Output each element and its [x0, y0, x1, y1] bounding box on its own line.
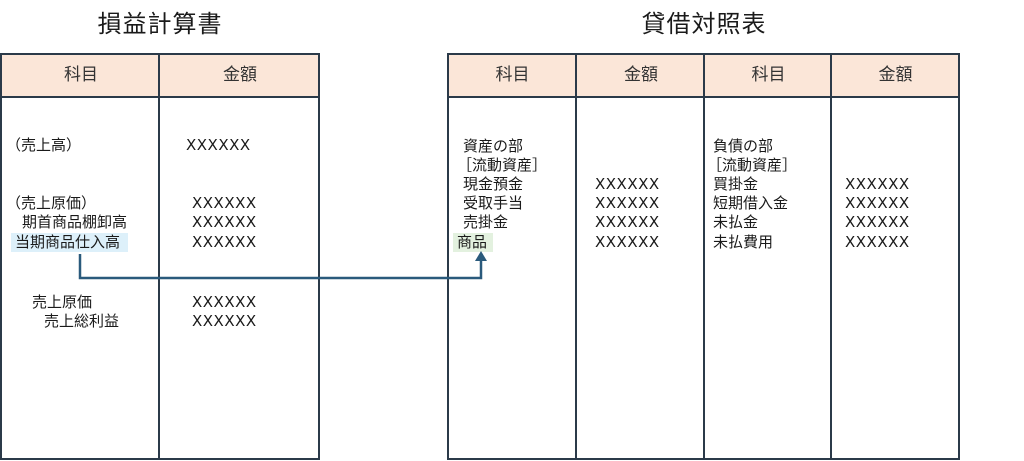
bs-accounts-payable-label: 買掛金	[713, 175, 759, 193]
pl-header-row: 科目 金額	[2, 55, 318, 98]
pl-cogs-heading-amount: XXXXXX	[192, 194, 257, 212]
pl-gross-profit-label: 売上総利益	[44, 312, 120, 330]
bs-accounts-receivable-label: 売掛金	[463, 213, 509, 231]
pl-purchases-amount: XXXXXX	[192, 233, 257, 251]
pl-sales-label: （売上高）	[6, 136, 82, 154]
bs-header-account-assets: 科目	[495, 65, 530, 85]
balance-sheet-table: 科目 金額 科目 金額 資産の部 ［流動資産］ 現金預金 受取手当 売掛金 商品…	[447, 53, 960, 460]
transfer-arrow-line	[78, 254, 483, 280]
pl-cogs-label: 売上原価	[32, 293, 93, 311]
bs-notes-receivable-label: 受取手当	[463, 194, 524, 212]
pl-header-amount: 金額	[223, 65, 257, 85]
bs-title: 貸借対照表	[641, 10, 767, 38]
pl-sales-amount: XXXXXX	[186, 136, 251, 154]
pl-purchases-label: 当期商品仕入高	[11, 233, 129, 252]
bs-cash-label: 現金預金	[463, 175, 524, 193]
bs-asset-amount-3: XXXXXX	[595, 213, 660, 231]
bs-column-divider-2	[703, 55, 705, 458]
bs-column-divider-1	[575, 55, 577, 458]
bs-current-liabilities-label: ［流動資産］	[707, 156, 798, 174]
bs-goods-label: 商品	[453, 233, 494, 252]
bs-liability-amount-3: XXXXXX	[845, 213, 910, 231]
bs-assets-section: 資産の部	[463, 137, 524, 155]
bs-liability-amount-2: XXXXXX	[845, 194, 910, 212]
pl-column-divider	[158, 55, 160, 458]
pl-opening-inventory-label: 期首商品棚卸高	[22, 213, 128, 231]
pl-opening-inventory-amount: XXXXXX	[192, 213, 257, 231]
income-statement-table: 科目 金額 （売上高） XXXXXX （売上原価） XXXXXX 期首商品棚卸高…	[0, 53, 320, 460]
bs-short-term-loans-label: 短期借入金	[713, 194, 789, 212]
pl-cogs-amount: XXXXXX	[192, 293, 257, 311]
bs-liabilities-section: 負債の部	[713, 137, 774, 155]
pl-header-account: 科目	[64, 65, 98, 85]
transfer-arrow-head	[475, 251, 487, 261]
bs-accrued-expenses-label: 未払費用	[713, 233, 774, 251]
pl-gross-profit-amount: XXXXXX	[192, 312, 257, 330]
bs-asset-amount-4: XXXXXX	[595, 233, 660, 251]
bs-asset-amount-1: XXXXXX	[595, 175, 660, 193]
bs-header-account-liabilities: 科目	[751, 65, 786, 85]
bs-current-assets-label: ［流動資産］	[457, 156, 548, 174]
bs-header-amount-liabilities: 金額	[878, 65, 913, 85]
bs-accrued-payable-label: 未払金	[713, 213, 759, 231]
bs-liability-amount-1: XXXXXX	[845, 175, 910, 193]
bs-header-amount-assets: 金額	[624, 65, 658, 85]
pl-cogs-heading: （売上原価）	[6, 194, 97, 212]
bs-liability-amount-4: XXXXXX	[845, 233, 910, 251]
bs-column-divider-3	[830, 55, 832, 458]
bs-asset-amount-2: XXXXXX	[595, 194, 660, 212]
pl-title: 損益計算書	[97, 10, 223, 38]
